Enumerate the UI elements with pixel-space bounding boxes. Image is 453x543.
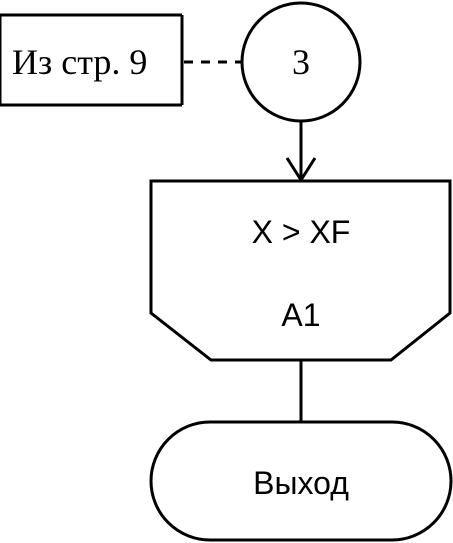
- terminator-shape: [149, 420, 453, 542]
- connector-node: 3: [240, 1, 362, 123]
- loop-limit-shape: [149, 179, 452, 362]
- loop-limit-node: X > XF A1: [149, 179, 452, 362]
- annotation-bracket: [0, 13, 182, 107]
- connector-label: 3: [292, 42, 310, 82]
- terminator-label: Выход: [253, 465, 349, 501]
- terminator-node: Выход: [149, 420, 453, 542]
- loop-condition-text: X > XF: [252, 214, 351, 250]
- loop-name-text: A1: [281, 297, 320, 333]
- annotation-text: Из стр. 9: [12, 42, 147, 82]
- annotation-box: Из стр. 9: [0, 13, 184, 107]
